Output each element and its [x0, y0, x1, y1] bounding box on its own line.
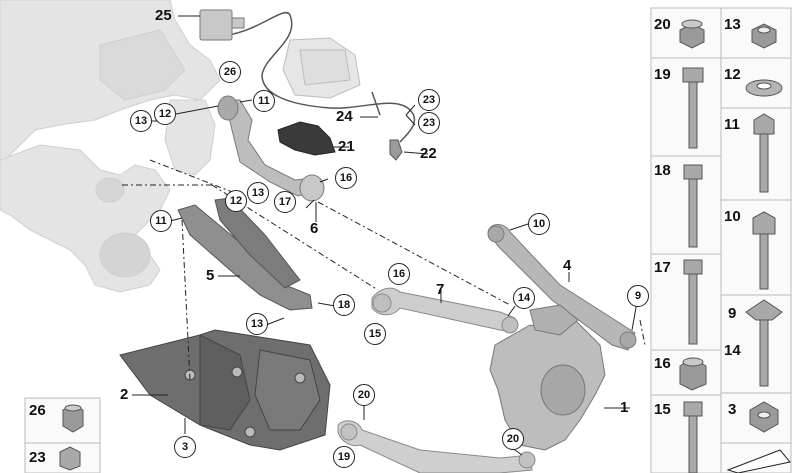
sensor-bracket-assembly: [282, 37, 361, 99]
callout-26: 26: [219, 61, 241, 83]
grid-label-14: 14: [724, 342, 741, 359]
callout-1: 1: [620, 399, 629, 416]
callout-19: 19: [333, 446, 355, 468]
grid-label-17: 17: [654, 259, 671, 276]
control-arm-7: [371, 287, 519, 334]
callout-7: 7: [436, 281, 445, 298]
grid-label-16: 16: [654, 355, 671, 372]
callout-15: 15: [364, 323, 386, 345]
underbody-shield: [119, 329, 331, 451]
callout-5: 5: [206, 267, 215, 284]
grid-label-19: 19: [654, 66, 671, 83]
callout-11: 11: [253, 90, 275, 112]
fastener-bolt-10: [752, 211, 776, 290]
lower-control-arm: [337, 420, 536, 473]
callout-14: 14: [513, 287, 535, 309]
callout-4: 4: [563, 257, 572, 274]
grid-label-11: 11: [724, 116, 740, 133]
callout-18: 18: [333, 294, 355, 316]
grid-label-10: 10: [724, 208, 741, 225]
sensor-22: [389, 139, 403, 161]
callout-20: 20: [353, 384, 375, 406]
grid-label-12: 12: [724, 66, 741, 83]
fastener-bolt-11: [753, 113, 775, 193]
callout-6: 6: [310, 220, 319, 237]
fastener-nut-26: [62, 404, 84, 433]
callout-3: 3: [174, 436, 196, 458]
fastener-bolt-9: [745, 299, 783, 387]
callout-21: 21: [338, 138, 355, 155]
callout-24: 24: [336, 108, 353, 125]
wishbone-upper: [217, 95, 325, 202]
fastener-nut-23: [59, 446, 81, 471]
sheet-icon: [726, 449, 791, 473]
callout-22: 22: [420, 145, 437, 162]
grid-label-18: 18: [654, 162, 671, 179]
callout-11-lower: 11: [150, 210, 172, 232]
parts-grid-frame: [650, 7, 792, 473]
fastener-nut-16: [679, 357, 707, 391]
fastener-nut-13: [751, 23, 777, 49]
callout-12: 12: [154, 103, 176, 125]
callout-13: 13: [130, 110, 152, 132]
callout-12-lower: 12: [225, 190, 247, 212]
callout-25: 25: [155, 7, 172, 24]
callout-10: 10: [528, 213, 550, 235]
wishbone-5: [177, 197, 313, 311]
grid-label-20: 20: [654, 16, 671, 33]
side-grid-label-26: 26: [29, 402, 46, 419]
rear-subframe: [0, 0, 221, 293]
callout-13-arm: 13: [246, 313, 268, 335]
callout-13-lower: 13: [247, 182, 269, 204]
fastener-bolt-15: [683, 401, 703, 473]
callout-2: 2: [120, 386, 129, 403]
bracket-21: [277, 121, 336, 156]
bracket-25: [199, 9, 245, 41]
fastener-bolt-18: [683, 164, 703, 248]
side-grid-label-23: 23: [29, 449, 46, 466]
callout-23-bottom: 23: [418, 112, 440, 134]
callout-16-arm: 16: [388, 263, 410, 285]
fastener-nut-20: [679, 19, 705, 49]
fastener-nut-3: [749, 401, 779, 433]
wheel-carrier: [489, 304, 606, 451]
callout-17: 17: [274, 191, 296, 213]
fastener-washer-12: [745, 79, 783, 97]
callout-16: 16: [335, 167, 357, 189]
grid-label-15: 15: [654, 401, 671, 418]
side-grid-frame: [24, 397, 101, 473]
callout-20-lower: 20: [502, 428, 524, 450]
grid-label-9: 9: [728, 305, 737, 322]
fastener-bolt-17: [683, 259, 703, 345]
grid-label-3: 3: [728, 401, 737, 418]
control-arm-4: [487, 224, 637, 351]
fastener-bolt-19: [682, 67, 704, 149]
callout-9: 9: [627, 285, 649, 307]
grid-label-13: 13: [724, 16, 741, 33]
callout-23-top: 23: [418, 89, 440, 111]
